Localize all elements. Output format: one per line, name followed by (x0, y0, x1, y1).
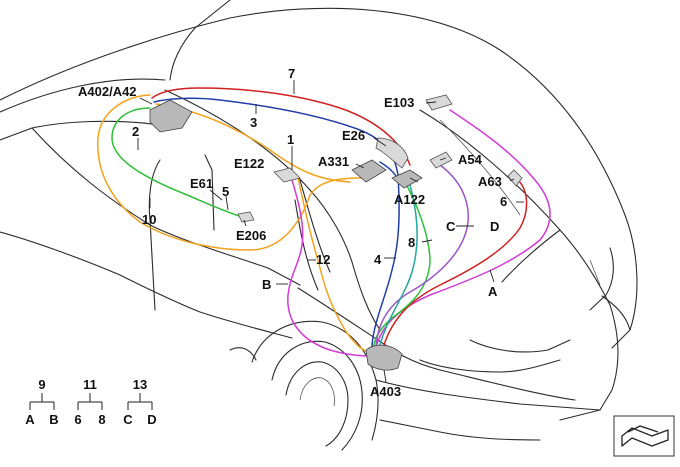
component-a403 (365, 344, 403, 371)
component-e103 (425, 94, 453, 111)
label-a331: A331 (318, 154, 349, 169)
label-6: 6 (500, 194, 507, 209)
label-e122: E122 (234, 156, 264, 171)
component-e26 (375, 137, 409, 169)
wire-green (111, 107, 246, 219)
label-12: 12 (316, 252, 330, 267)
leader-lines (137, 80, 524, 383)
callout-labels: A402/A42 7 3 2 1 E103 E26 A331 E122 A54 … (78, 66, 507, 399)
legend-left-label: C (123, 412, 133, 427)
label-e103: E103 (384, 95, 414, 110)
wire-purple (375, 164, 469, 353)
wire-green-2 (372, 181, 431, 355)
wire-magenta-2 (287, 179, 376, 357)
label-a122: A122 (394, 192, 425, 207)
label-4: 4 (374, 252, 382, 267)
wire-blue-2 (379, 161, 397, 177)
legend-left-label: 6 (74, 412, 81, 427)
legend-right-label: D (147, 412, 156, 427)
label-2: 2 (132, 124, 139, 139)
wire-orange (97, 94, 363, 251)
label-10: 10 (142, 212, 156, 227)
label-a402: A402/A42 (78, 84, 137, 99)
legend-right-label: B (49, 412, 58, 427)
legend-parent-label: 13 (133, 377, 147, 392)
wire-magenta (374, 109, 551, 353)
components (149, 94, 523, 371)
legend-parent-label: 9 (38, 377, 45, 392)
label-a403: A403 (370, 384, 401, 399)
component-a122 (391, 169, 423, 189)
legend-left-label: A (25, 412, 35, 427)
label-c: C (446, 219, 456, 234)
component-e206 (237, 211, 255, 223)
label-b: B (262, 277, 271, 292)
label-5: 5 (222, 184, 229, 199)
wire-orange-3 (297, 177, 373, 355)
label-8: 8 (408, 235, 415, 250)
label-a54: A54 (458, 152, 483, 167)
orientation-arrow-icon (613, 415, 675, 457)
wire-red-2 (381, 179, 528, 353)
label-1: 1 (287, 132, 294, 147)
wire-red (151, 87, 411, 166)
label-d: D (490, 219, 499, 234)
component-a63 (507, 169, 523, 187)
label-a: A (488, 284, 498, 299)
wire-teal (377, 184, 418, 353)
legend-right-label: 8 (98, 412, 105, 427)
label-e206: E206 (236, 228, 266, 243)
label-e61: E61 (190, 176, 213, 191)
label-7: 7 (288, 66, 295, 81)
legend-parent-label: 11 (83, 377, 97, 392)
label-3: 3 (250, 115, 257, 130)
component-a402 (149, 99, 193, 133)
car-body-outline (0, 0, 638, 451)
component-a331 (351, 159, 387, 183)
label-e26: E26 (342, 128, 365, 143)
component-e122-left (273, 167, 301, 183)
label-a63: A63 (478, 174, 502, 189)
